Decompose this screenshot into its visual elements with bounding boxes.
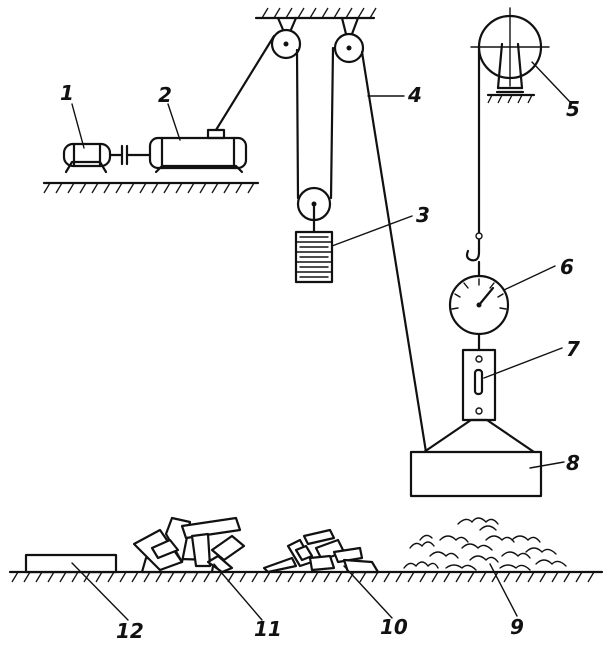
clamp-slings bbox=[422, 418, 536, 454]
dynamometer bbox=[448, 274, 510, 352]
pulley-block-assembly bbox=[214, 7, 428, 454]
callout-labels: 1 2 3 4 5 6 7 8 9 10 11 12 bbox=[60, 81, 580, 643]
specimen-medium-fragments bbox=[262, 528, 380, 574]
winch-cable-outlet bbox=[206, 128, 226, 140]
dynamometer-scale bbox=[451, 278, 507, 310]
cable-strand-left bbox=[295, 48, 300, 200]
cable-winch-to-pulley bbox=[214, 34, 276, 132]
label-counterweight: 3 bbox=[416, 203, 430, 227]
label-fine-crumbs: 9 bbox=[510, 615, 524, 639]
leader-lines bbox=[71, 61, 571, 621]
movable-pulley bbox=[296, 186, 332, 234]
winch-body bbox=[148, 136, 248, 170]
test-slab bbox=[409, 450, 543, 498]
ground-hatch bbox=[11, 571, 595, 583]
motor-base bbox=[64, 160, 108, 174]
motor-and-winch-assembly bbox=[42, 128, 260, 194]
counterweight-stack bbox=[294, 230, 334, 284]
winch-floor-hatch bbox=[43, 182, 255, 194]
ceiling-hatch bbox=[261, 7, 377, 19]
specimen-large-blocks bbox=[132, 516, 246, 574]
label-fixed-pulley: 5 bbox=[566, 97, 580, 121]
label-motor: 1 bbox=[60, 81, 74, 105]
winch-drum bbox=[148, 128, 248, 174]
fixed-pulley-right bbox=[333, 16, 365, 64]
specimen-fine-crumbs bbox=[403, 517, 567, 571]
electric-motor bbox=[62, 142, 112, 174]
label-flat-slab: 12 bbox=[116, 619, 144, 643]
fixed-pulley-5 bbox=[470, 7, 550, 104]
pulley-5-bracket bbox=[496, 42, 524, 90]
label-winch: 2 bbox=[158, 83, 172, 107]
label-pulling-rope: 4 bbox=[407, 83, 422, 107]
cable-strand-right bbox=[329, 46, 335, 200]
label-medium-fragments: 10 bbox=[380, 615, 408, 639]
label-large-blocks: 11 bbox=[254, 617, 282, 641]
specimen-flat-slab bbox=[24, 553, 118, 574]
pulling-rope bbox=[360, 50, 428, 454]
dynamometer-needle bbox=[477, 286, 495, 307]
ground-with-specimens bbox=[8, 516, 604, 583]
test-rig bbox=[409, 7, 550, 498]
shaft-coupling bbox=[108, 144, 152, 166]
fixed-pulley-left bbox=[270, 16, 302, 60]
slab-clamp bbox=[422, 348, 536, 454]
label-clamp: 7 bbox=[566, 337, 580, 361]
hook bbox=[465, 232, 483, 278]
label-dynamometer: 6 bbox=[560, 255, 574, 279]
label-slab: 8 bbox=[566, 451, 580, 475]
